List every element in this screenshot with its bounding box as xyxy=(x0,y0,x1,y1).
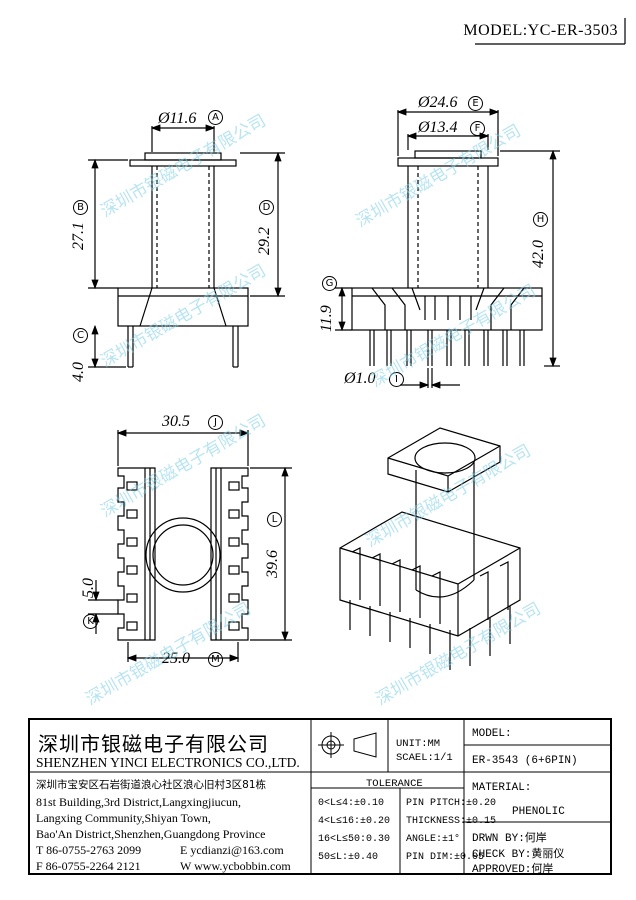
model-header: MODEL:YC-ER-3503 xyxy=(463,22,618,39)
tolerance-title: TOLERANCE xyxy=(366,778,423,790)
dim-D: 29.2 xyxy=(256,227,273,255)
unit: UNIT:MM xyxy=(396,738,441,750)
material-value: PHENOLIC xyxy=(512,806,565,818)
tolerance-row: PIN PITCH:±0.20 xyxy=(406,798,497,809)
dim-label-D: D xyxy=(259,200,274,215)
tolerance-row: 4<L≤16:±0.20 xyxy=(318,816,391,827)
dim-M: 25.0 xyxy=(162,650,190,667)
check-by: CHECK BY:黄丽仪 xyxy=(472,849,565,861)
dim-H: 42.0 xyxy=(530,240,547,268)
website: W www.ycbobbin.com xyxy=(180,859,291,873)
dim-label-J: J xyxy=(208,415,223,430)
fax: F 86-0755-2264 2121 xyxy=(36,859,141,873)
dim-C: 4.0 xyxy=(70,362,87,382)
model-value: ER-3543 (6+6PIN) xyxy=(472,755,578,767)
dim-I: Ø1.0 xyxy=(344,370,376,387)
dim-label-A: A xyxy=(208,110,223,125)
dim-label-C: C xyxy=(73,328,88,343)
tolerance-row: ANGLE:±1° xyxy=(406,834,461,845)
model-label: MODEL: xyxy=(472,728,512,740)
dim-B: 27.1 xyxy=(70,222,87,250)
dim-L: 39.6 xyxy=(264,550,281,578)
tolerance-row: 0<L≤4:±0.10 xyxy=(318,798,385,809)
company-name-cn: 深圳市银磁电子有限公司 xyxy=(38,732,269,756)
title-block: 深圳市银磁电子有限公司 SHENZHEN YINCI ELECTRONICS C… xyxy=(28,718,612,876)
tolerance-row: THICKNESS:±0.15 xyxy=(406,816,497,827)
dim-label-G: G xyxy=(322,276,337,291)
address-en-1: 81st Building,3rd District,Langxingjiucu… xyxy=(36,795,241,809)
dim-label-F: F xyxy=(470,121,485,136)
email: E ycdianzi@163.com xyxy=(180,843,284,857)
dim-label-B: B xyxy=(73,200,88,215)
dim-K: 5.0 xyxy=(80,578,97,598)
dim-J: 30.5 xyxy=(162,413,190,430)
company-name-en: SHENZHEN YINCI ELECTRONICS CO.,LTD. xyxy=(36,755,300,770)
side-view xyxy=(335,108,560,389)
approved-by: APPROVED:何岸 xyxy=(472,864,554,876)
bottom-view xyxy=(88,429,292,662)
address-en-2: Langxing Community,Shiyan Town, xyxy=(36,811,211,825)
dim-label-I: I xyxy=(389,372,404,387)
dim-E: Ø24.6 xyxy=(418,94,458,111)
dim-F: Ø13.4 xyxy=(418,119,458,136)
tolerance-row: 16<L≤50:0.30 xyxy=(318,834,391,845)
tolerance-row: 50≤L:±0.40 xyxy=(318,852,379,863)
technical-drawing xyxy=(88,18,626,670)
tel: T 86-0755-2763 2099 xyxy=(36,843,142,857)
scale: SCAEL:1/1 xyxy=(396,752,453,764)
dim-label-K: K xyxy=(83,614,98,629)
dim-G: 11.9 xyxy=(318,305,335,332)
front-view xyxy=(88,124,285,369)
isometric-view xyxy=(339,427,521,670)
address-cn: 深圳市宝安区石岩街道浪心社区浪心旧村3区81栋 xyxy=(36,779,267,791)
dim-label-L: L xyxy=(267,512,282,527)
dim-label-E: E xyxy=(468,96,483,111)
dim-label-H: H xyxy=(533,212,548,227)
material-label: MATERIAL: xyxy=(472,782,532,794)
tolerance-row: PIN DIM:±0.05 xyxy=(406,852,485,863)
address-en-3: Bao'An District,Shenzhen,Guangdong Provi… xyxy=(36,827,266,841)
dim-label-M: M xyxy=(208,652,223,667)
dim-A: Ø11.6 xyxy=(158,110,197,127)
drawn-by: DRWN BY:何岸 xyxy=(472,833,547,845)
